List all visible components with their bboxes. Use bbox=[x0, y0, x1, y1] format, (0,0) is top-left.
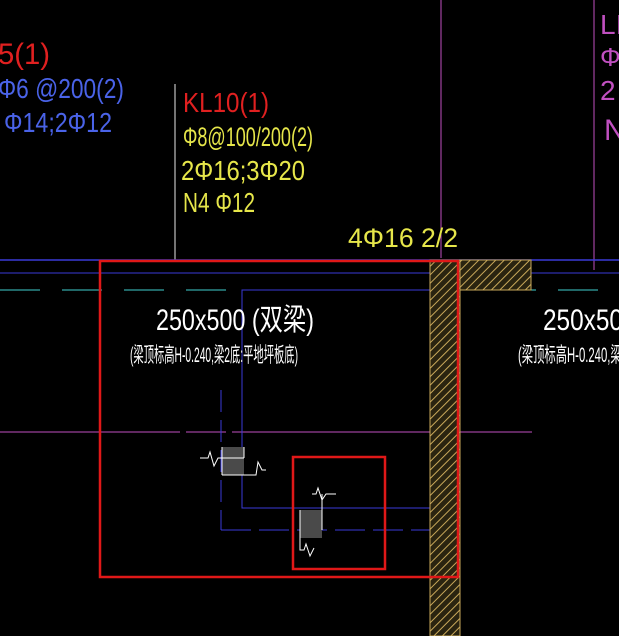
right-beam-stirrup: Φ bbox=[600, 42, 619, 72]
break-line-icon-2 bbox=[299, 486, 336, 558]
section-right-size: 250x50 bbox=[543, 304, 619, 337]
hatched-wall bbox=[429, 259, 461, 636]
center-beam-stirrup: Φ8@100/200(2) bbox=[183, 122, 313, 152]
center-beam-bars: 2Φ16;3Φ20 bbox=[181, 155, 305, 186]
right-beam-line2: 2 bbox=[600, 75, 616, 106]
left-beam-stirrup: Φ6 @200(2) bbox=[0, 73, 124, 104]
center-beam-side: N4 Φ12 bbox=[183, 187, 255, 218]
right-beam-id: LI bbox=[600, 9, 619, 40]
left-beam-id: 5(1) bbox=[0, 38, 50, 71]
section-left-size: 250x500 (双梁) bbox=[156, 304, 314, 337]
hatched-beam-cap bbox=[459, 259, 532, 291]
left-beam-bars: Φ14;2Φ12 bbox=[4, 107, 112, 138]
top-rebar-note: 4Φ16 2/2 bbox=[348, 223, 458, 253]
center-beam-id: KL10(1) bbox=[183, 87, 269, 118]
break-line-icon bbox=[200, 447, 266, 476]
section-right-note: (梁顶标高H-0.240,梁2 bbox=[518, 344, 619, 367]
highlight-box-large[interactable] bbox=[98, 259, 460, 579]
section-left-note: (梁顶标高H-0.240,梁2底:平地坪板底) bbox=[130, 344, 298, 367]
right-beam-line3: N bbox=[604, 114, 619, 147]
highlight-box-small[interactable] bbox=[291, 455, 387, 571]
